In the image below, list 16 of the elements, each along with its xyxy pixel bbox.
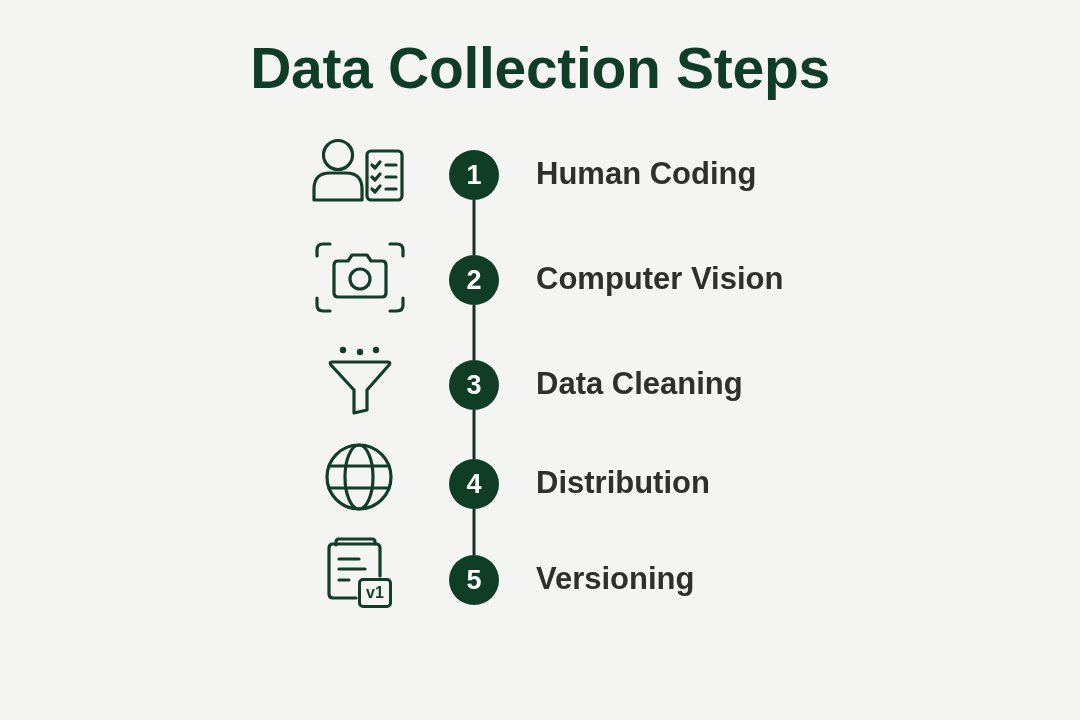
step-label: Computer Vision [536,260,784,298]
connector-line [472,305,476,360]
step-label: Distribution [536,464,710,502]
step-number-circle: 5 [449,555,499,605]
step-label: Versioning [536,560,695,598]
step-label: Human Coding [536,155,757,193]
version-tag: v1 [358,578,392,608]
connector-line [472,410,476,459]
step-number-circle: 1 [449,150,499,200]
title: Data Collection Steps [250,35,830,102]
connector-line [472,200,476,255]
step-number-circle: 4 [449,459,499,509]
step-label: Data Cleaning [536,365,743,403]
step-number-circle: 2 [449,255,499,305]
connector-line [472,509,476,555]
step-number-circle: 3 [449,360,499,410]
